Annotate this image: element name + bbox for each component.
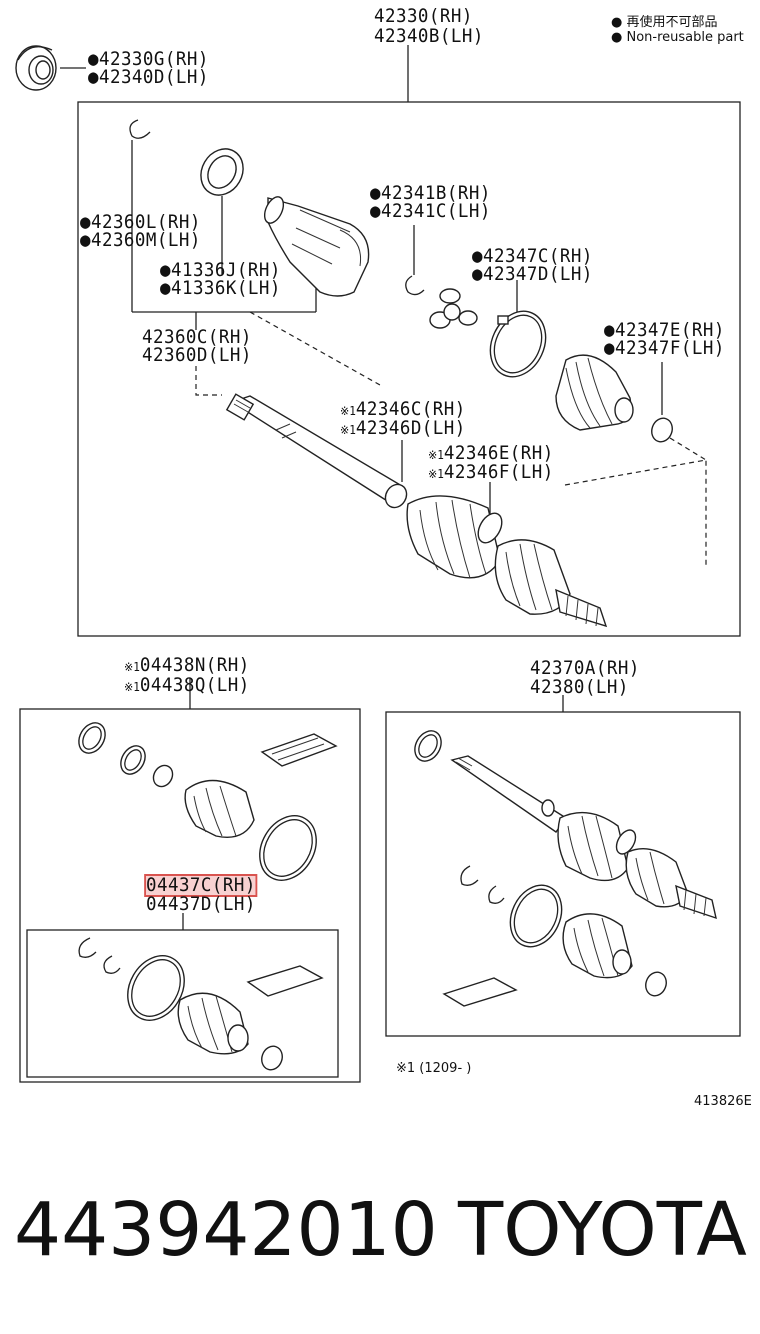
- part-number: 443942010: [14, 1187, 438, 1273]
- diagram-code: 413826E: [694, 1094, 752, 1109]
- main-assembly-box: [77, 101, 741, 637]
- boot-icon: [555, 354, 634, 431]
- legend-line-1: ● 再使用不可部品: [611, 15, 718, 30]
- axle-shaft-icon: [225, 393, 608, 628]
- outboard-joint-icon: [263, 196, 370, 297]
- footnote: ※1 (1209- ): [396, 1061, 472, 1076]
- clamp-band-icon: [489, 310, 547, 378]
- label-42346F: ※142346F(LH): [428, 461, 554, 483]
- label-42346C: ※142346C(RH): [340, 398, 466, 420]
- brand-name: TOYOTA: [458, 1187, 747, 1273]
- small-clamp-icon: [651, 417, 673, 443]
- label-42346E: ※142346E(RH): [428, 442, 554, 464]
- label-04438N: ※104438N(RH): [124, 654, 250, 676]
- label-42341C: ●42341C(LH): [370, 200, 491, 222]
- legend-line-2: ● Non-reusable part: [611, 30, 744, 45]
- label-41336J: ●41336J(RH): [160, 259, 281, 281]
- label-42360M: ●42360M(LH): [80, 229, 201, 251]
- label-04437C-highlighted[interactable]: 04437C(RH): [144, 874, 258, 897]
- label-42360C: 42360C(RH): [142, 326, 252, 348]
- label-42330: 42330(RH): [374, 5, 473, 27]
- label-42360L: ●42360L(RH): [80, 211, 201, 233]
- label-42340D: ●42340D(LH): [88, 66, 209, 88]
- label-42341B: ●42341B(RH): [370, 182, 491, 204]
- label-42347E: ●42347E(RH): [604, 319, 725, 341]
- label-42347C: ●42347C(RH): [472, 245, 593, 267]
- dust-seal-icon: [200, 148, 244, 196]
- label-42370A: 42370A(RH): [530, 657, 640, 679]
- label-42340B: 42340B(LH): [374, 25, 484, 47]
- label-04437D: 04437D(LH): [146, 893, 256, 915]
- boot-kit-parts-icon: [78, 722, 338, 881]
- label-41336K: ●41336K(LH): [160, 277, 281, 299]
- label-42380: 42380(LH): [530, 676, 629, 698]
- shaft-assembly-parts-icon: [414, 730, 717, 1007]
- clip-icon: [405, 275, 425, 296]
- tripod-joint-icon: [429, 288, 478, 329]
- shaft-assembly-box: [385, 711, 741, 1037]
- bearing-ring-icon: [15, 45, 57, 91]
- label-04438Q: ※104438Q(LH): [124, 674, 250, 696]
- inner-boot-kit-parts-icon: [78, 937, 324, 1071]
- snap-ring-icon: [129, 119, 151, 139]
- label-42346D: ※142346D(LH): [340, 417, 466, 439]
- label-42347F: ●42347F(LH): [604, 337, 725, 359]
- label-42347D: ●42347D(LH): [472, 263, 593, 285]
- label-42360D: 42360D(LH): [142, 344, 252, 366]
- label-42330G: ●42330G(RH): [88, 48, 209, 70]
